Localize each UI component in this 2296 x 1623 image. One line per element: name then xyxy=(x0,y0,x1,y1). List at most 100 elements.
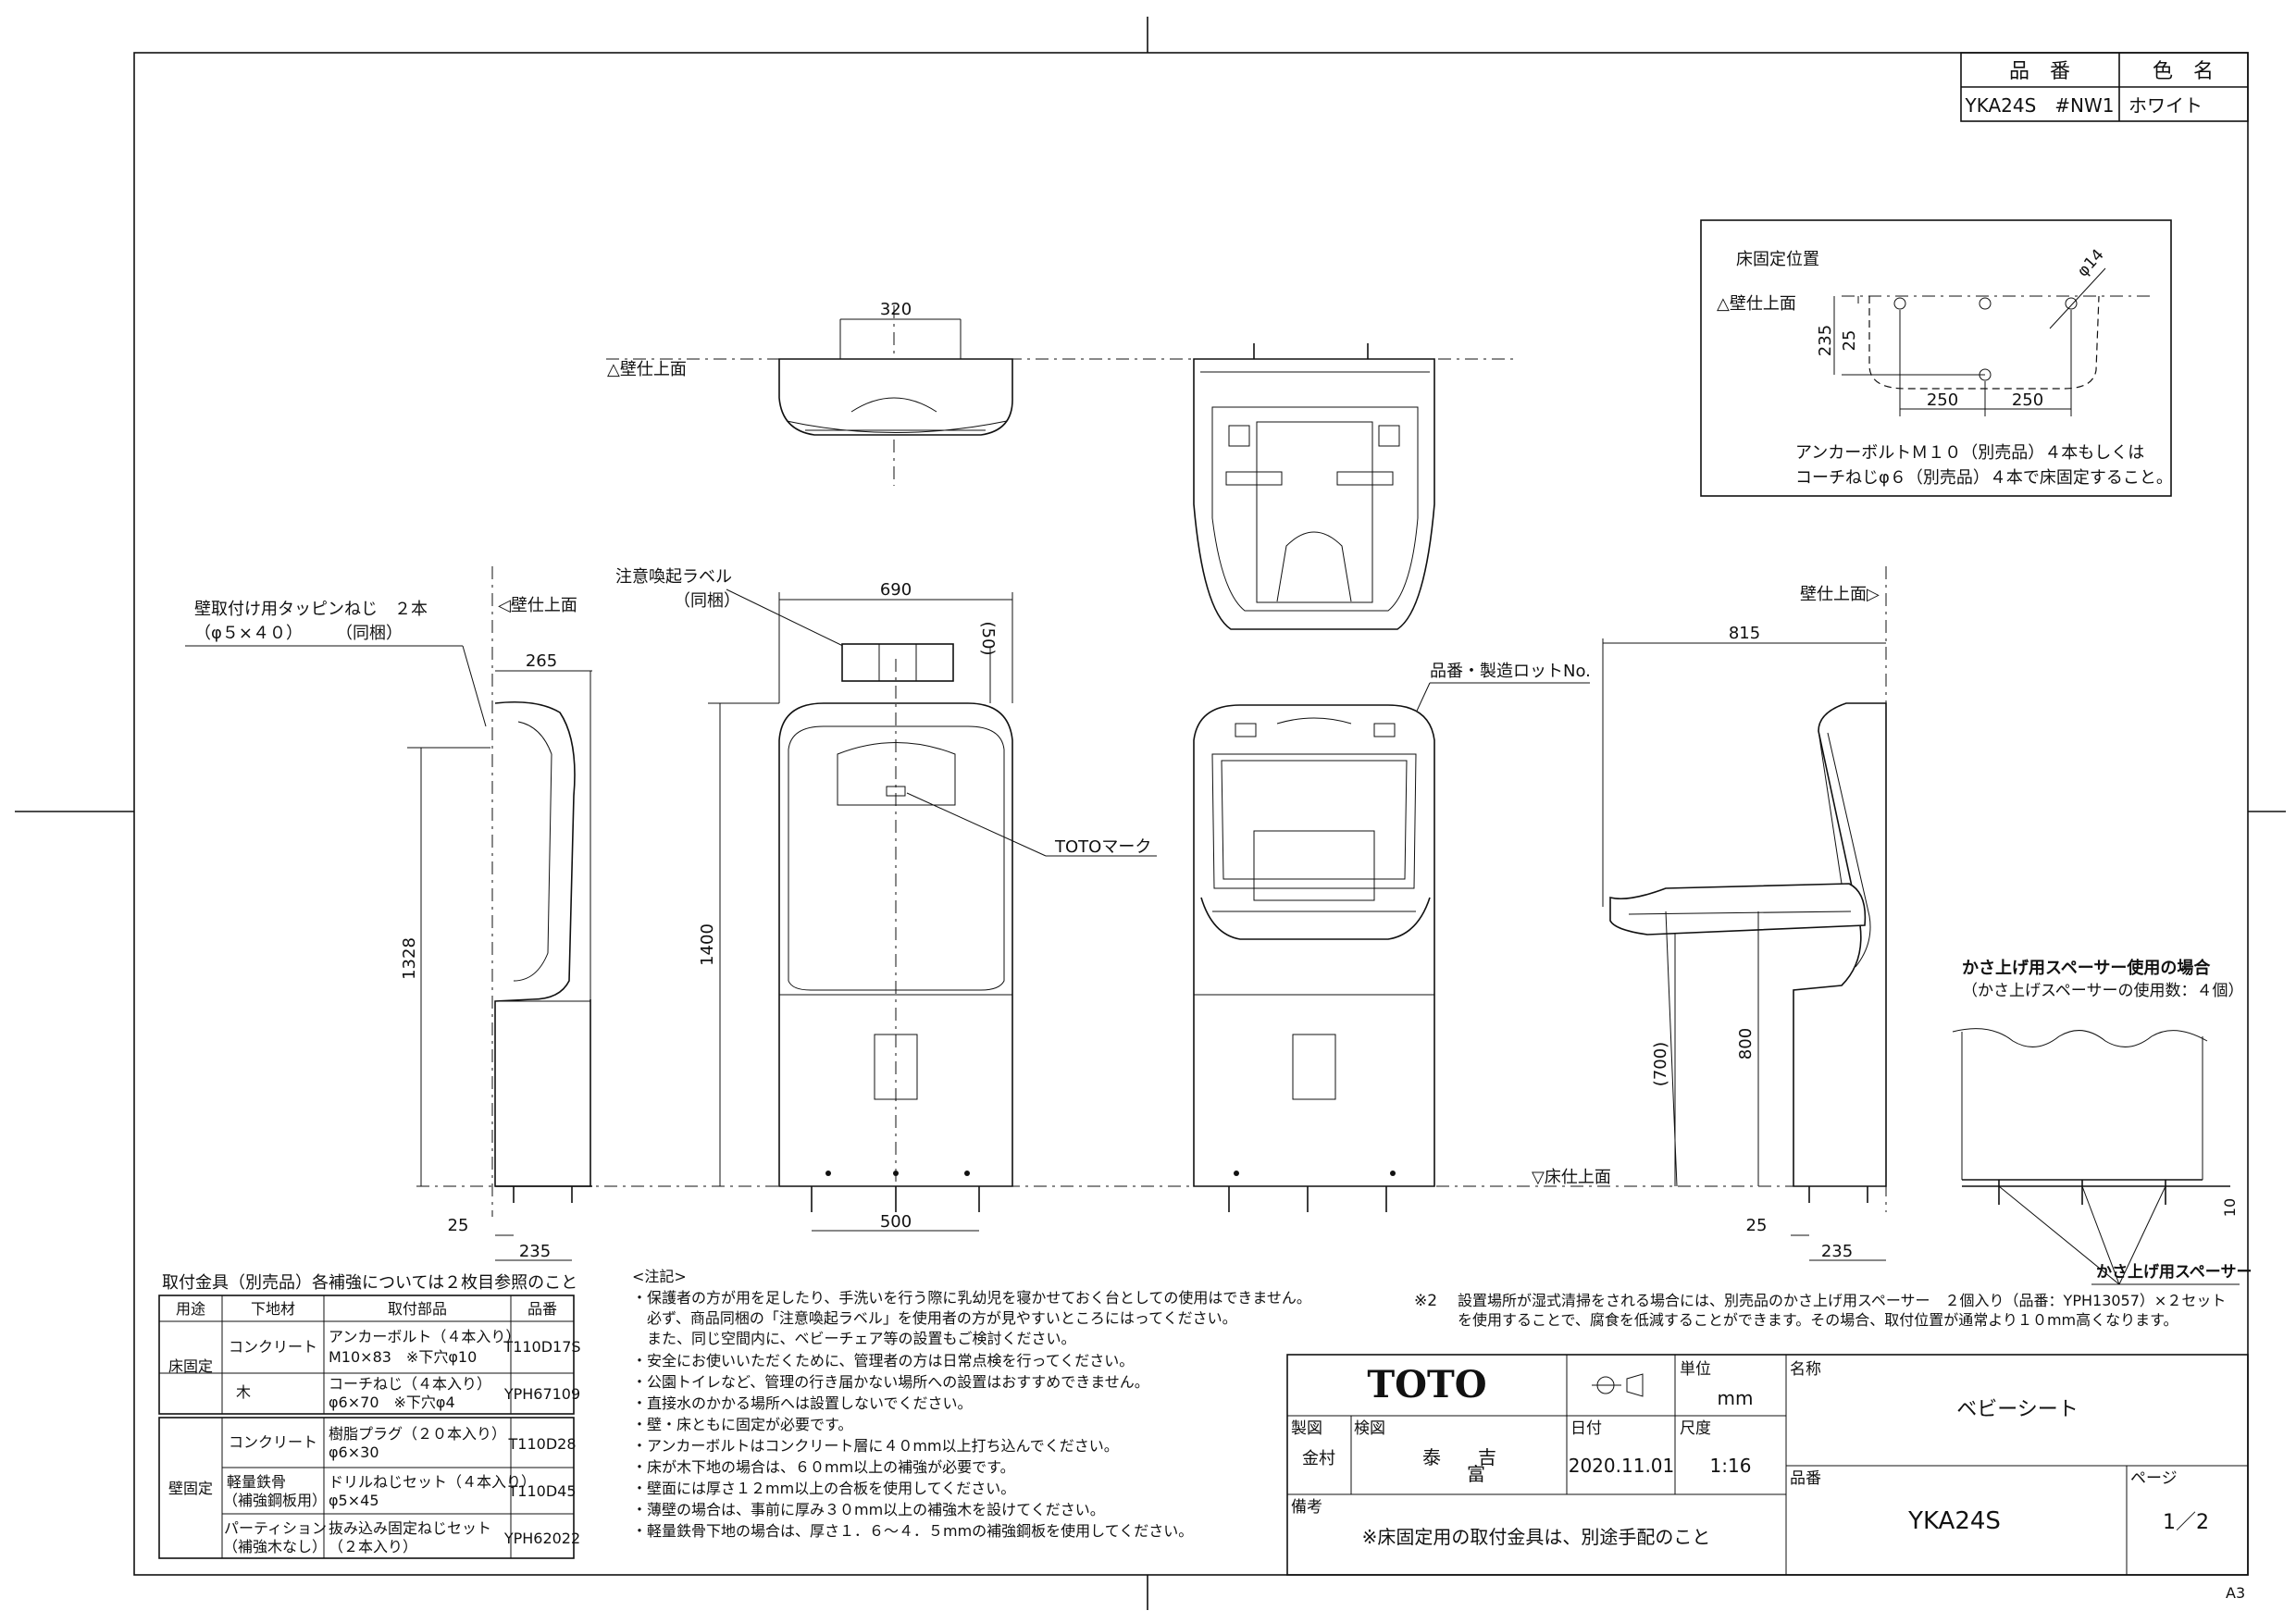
toto-logo: TOTO xyxy=(1367,1363,1486,1406)
dim-1400: 1400 xyxy=(698,923,717,966)
dim-250-left: 250 xyxy=(1927,390,1958,410)
unit-label: 単位 xyxy=(1680,1360,1711,1379)
projection-symbol-icon xyxy=(1592,1373,1644,1397)
part-no-value: YKA24S #NW1 xyxy=(1964,94,2114,117)
fittings-table: 取付金具（別売品）各補強については２枚目参照のこと 用途 下地材 取付部品 品番… xyxy=(158,1273,581,1559)
fittings-row-5-base: パーティション xyxy=(224,1519,327,1537)
dim-25-floor: 25 xyxy=(1840,330,1859,352)
dim-phi14: φ14 xyxy=(2074,246,2108,281)
left-wall-label: ◁壁仕上面 xyxy=(498,596,577,615)
front-view: 注意喚起ラベル （同梱） 690 (50) TOTOマーク 1400 500 xyxy=(615,567,1157,1232)
checked-by: 泰 吉 xyxy=(1422,1446,1496,1468)
fittings-row-4-code: T110D45 xyxy=(508,1482,577,1500)
note-2-mark: ※2 xyxy=(1414,1292,1437,1310)
note-line-7: ・壁・床ともに固定が必要です。 xyxy=(632,1416,852,1433)
spacer-label: かさ上げ用スペーサー xyxy=(2096,1263,2252,1282)
sheet-border xyxy=(15,17,2286,1610)
floor-label: ▽床仕上面 xyxy=(1532,1168,1611,1187)
open-front-view: 品番・製造ロットNo. xyxy=(1193,662,1591,1212)
fittings-group-floor: 床固定 xyxy=(168,1357,213,1375)
dim-690: 690 xyxy=(880,580,912,600)
part-no-header: 品 番 xyxy=(2009,60,2070,83)
fittings-row-2-base: 木 xyxy=(236,1383,251,1401)
screw-note-2: （φ５×４０） （同梱） xyxy=(194,624,403,643)
fittings-row-1-base: コンクリート xyxy=(229,1338,317,1356)
fittings-row-5-part2: （２本入り） xyxy=(329,1538,417,1555)
remarks-label: 備考 xyxy=(1291,1498,1322,1517)
dim-235-left: 235 xyxy=(519,1242,551,1261)
note-line-2: 必ず、商品同梱の「注意喚起ラベル」を使用者の方が見やすいところにはってください。 xyxy=(632,1309,1237,1327)
note-line-6: ・直接水のかかる場所へは設置しないでください。 xyxy=(632,1394,973,1412)
floor-fix-note-2: コーチねじφ６（別売品）４本で床固定すること。 xyxy=(1795,468,2173,488)
caution-label-sub: （同梱） xyxy=(674,591,740,611)
fittings-row-3-part1: 樹脂プラグ（２０本入り） xyxy=(329,1425,506,1443)
fittings-row-1-part1: アンカーボルト（４本入り） xyxy=(329,1328,520,1345)
fittings-row-1-code: T110D17S xyxy=(503,1338,580,1356)
product-name: ベビーシート xyxy=(1956,1398,2079,1421)
dim-1328: 1328 xyxy=(400,937,419,980)
part-color-table: 品 番 色 名 YKA24S #NW1 ホワイト xyxy=(1960,52,2249,122)
checked-by-2: 富 xyxy=(1467,1463,1485,1485)
caution-label-title: 注意喚起ラベル xyxy=(615,567,732,587)
page-value: 1／2 xyxy=(2163,1511,2209,1534)
dim-25-left: 25 xyxy=(448,1216,469,1235)
dim-50: (50) xyxy=(978,622,998,656)
note-line-4: ・安全にお使いいただくために、管理者の方は日常点検を行ってください。 xyxy=(632,1352,1134,1369)
dim-235-right: 235 xyxy=(1821,1242,1853,1261)
top-wall-label: △壁仕上面 xyxy=(607,360,687,379)
fittings-row-1-part2: M10×83 ※下穴φ10 xyxy=(329,1348,477,1366)
fittings-row-4-base: 軽量鉄骨 xyxy=(227,1473,286,1491)
note-line-5: ・公園トイレなど、管理の行き届かない場所への設置はおすすめできません。 xyxy=(632,1373,1149,1391)
note-2: ※2 設置場所が湿式清掃をされる場合には、別売品のかさ上げ用スペーサー ２個入り… xyxy=(1414,1292,2226,1329)
fittings-row-5-base2: （補強木なし） xyxy=(223,1538,327,1555)
fittings-header-base: 下地材 xyxy=(251,1300,295,1318)
bolt-hole-2 xyxy=(1979,297,1992,310)
checked-label: 検図 xyxy=(1354,1419,1385,1438)
floor-fix-title: 床固定位置 xyxy=(1736,250,1819,269)
bolt-hole-1 xyxy=(1893,297,1906,310)
dim-320: 320 xyxy=(880,300,912,319)
fittings-row-4-part2: φ5×45 xyxy=(329,1492,379,1509)
fittings-row-5-code: YPH62022 xyxy=(503,1530,580,1547)
right-wall-label: 壁仕上面▷ xyxy=(1800,585,1880,604)
fittings-row-3-code: T110D28 xyxy=(508,1435,577,1453)
fittings-row-5-part1: 抜み込み固定ねじセット xyxy=(329,1519,491,1537)
note-line-12: ・軽量鉄骨下地の場合は、厚さ１．６〜４．５mmの補強鋼板を使用してください。 xyxy=(632,1522,1193,1540)
dim-265: 265 xyxy=(526,651,557,671)
part-value: YKA24S xyxy=(1907,1507,2001,1535)
fittings-row-4-part1: ドリルねじセット（４本入り） xyxy=(329,1473,536,1491)
notes: <注記> ・保護者の方が用を足したり、手洗いを行う際に乳幼児を寝かせておく台とし… xyxy=(632,1268,1311,1540)
title-block: TOTO 単位 mm 名称 ベビーシート 製図 金村 検図 泰 吉 富 日付 2… xyxy=(1286,1354,2249,1576)
color-header: 色 名 xyxy=(2153,60,2214,83)
note-line-8: ・アンカーボルトはコンクリート層に４０mm以上打ち込んでください。 xyxy=(632,1437,1119,1455)
note-line-11: ・薄壁の場合は、事前に厚み３０mm以上の補強木を設けてください。 xyxy=(632,1501,1105,1518)
note-2-line-1: 設置場所が湿式清掃をされる場合には、別売品のかさ上げ用スペーサー ２個入り（品番… xyxy=(1458,1292,2226,1309)
bolt-hole-3 xyxy=(2065,297,2078,310)
back-view xyxy=(1193,343,1435,630)
drawn-label: 製図 xyxy=(1291,1419,1322,1438)
fittings-header-use: 用途 xyxy=(176,1300,205,1318)
note-2-line-2: を使用することで、腐食を低減することができます。その場合、取付位置が通常より１０… xyxy=(1458,1311,2178,1329)
spacer-subtitle: （かさ上げスペーサーの使用数：４個） xyxy=(1962,981,2243,1000)
dim-250-right: 250 xyxy=(2012,390,2043,410)
page-label: ページ xyxy=(2130,1469,2178,1488)
part-label: 品番 xyxy=(1790,1469,1821,1488)
floor-fix-detail: 床固定位置 △壁仕上面 235 25 250 250 φ14 アンカーボルトＭ１… xyxy=(1700,219,2173,497)
date-label: 日付 xyxy=(1570,1419,1602,1438)
screw-note-1: 壁取付け用タッピンねじ ２本 xyxy=(194,600,428,619)
note-line-9: ・床が木下地の場合は、６０mm以上の補強が必要です。 xyxy=(632,1458,1015,1476)
dim-25-right: 25 xyxy=(1746,1216,1768,1235)
dim-235-floor: 235 xyxy=(1816,325,1835,356)
fittings-row-3-base: コンクリート xyxy=(229,1433,317,1451)
toto-mark-label: TOTOマーク xyxy=(1054,837,1151,857)
dim-800: 800 xyxy=(1736,1028,1756,1059)
fittings-title: 取付金具（別売品）各補強については２枚目参照のこと xyxy=(162,1273,577,1293)
fittings-row-2-part2: φ6×70 ※下穴φ4 xyxy=(329,1394,455,1411)
right-side-view: 壁仕上面▷ 815 (700) 800 ▽床仕上面 25 235 xyxy=(416,566,1887,1261)
fittings-header-code: 品番 xyxy=(527,1300,557,1318)
name-label: 名称 xyxy=(1790,1360,1821,1379)
dim-10: 10 xyxy=(2221,1198,2239,1217)
note-line-3: また、同じ空間内に、ベビーチェア等の設置もご検討ください。 xyxy=(632,1330,1076,1347)
dim-700: (700) xyxy=(1651,1042,1670,1086)
